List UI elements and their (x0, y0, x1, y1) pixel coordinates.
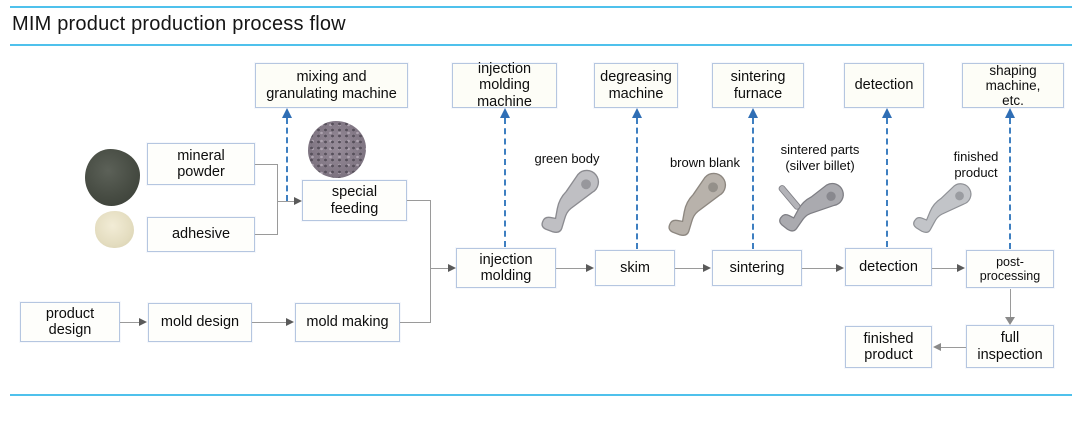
stage-label-finished-product: finished product (953, 149, 999, 180)
arrowhead-up-icon (882, 108, 892, 118)
arrowhead-up-icon (748, 108, 758, 118)
dashed-connector-shaping (1009, 118, 1011, 249)
stage-label-brown-blank: brown blank (669, 155, 741, 170)
process-box-mineral-powder: mineral powder (147, 143, 255, 185)
arrowhead-right-icon (703, 264, 711, 272)
connector-line (1010, 289, 1011, 317)
arrowhead-right-icon (286, 318, 294, 326)
process-label: mineral powder (177, 147, 225, 180)
connector-line (255, 164, 277, 165)
process-box-special-feeding: special feeding (302, 180, 407, 221)
process-box-full-inspection: full inspection (966, 325, 1054, 368)
machine-label: shaping machine, etc. (985, 62, 1041, 109)
arrowhead-up-icon (632, 108, 642, 118)
connector-line (277, 201, 295, 202)
adhesive-powder-photo (95, 211, 134, 248)
process-label: sintering (729, 259, 785, 276)
arrowhead-right-icon (448, 264, 456, 272)
arrowhead-right-icon (139, 318, 147, 326)
arrowhead-right-icon (836, 264, 844, 272)
process-box-detection: detection (845, 248, 932, 286)
machine-box-mixing-granulating: mixing and granulating machine (255, 63, 408, 108)
process-label: detection (859, 258, 918, 275)
divider-under-title (10, 44, 1072, 46)
process-label: mold making (306, 314, 389, 331)
process-box-mold-design: mold design (148, 303, 252, 342)
process-box-post-processing: post-processing (966, 250, 1054, 288)
arrowhead-up-icon (500, 108, 510, 118)
page-title: MIM product production process flow (12, 13, 346, 35)
connector-line (430, 268, 448, 269)
process-box-finished-product: finished product (845, 326, 932, 368)
machine-box-shaping: shaping machine, etc. (962, 63, 1064, 108)
connector-line (277, 164, 278, 235)
brown-blank-part-photo (668, 172, 727, 236)
process-label: finished product (863, 330, 914, 363)
process-box-adhesive: adhesive (147, 217, 255, 252)
process-label: post-processing (979, 255, 1041, 283)
machine-label: injection molding machine (477, 61, 532, 110)
arrowhead-down-icon (1005, 317, 1015, 325)
feeding-granules-photo (308, 121, 366, 178)
connector-line (120, 322, 139, 323)
arrowhead-up-icon (282, 108, 292, 118)
process-box-product-design: product design (20, 302, 120, 342)
machine-box-sintering-furnace: sintering furnace (712, 63, 804, 108)
machine-box-degreasing: degreasing machine (594, 63, 678, 108)
connector-line (675, 268, 703, 269)
process-box-skim: skim (595, 250, 675, 286)
machine-label: detection (854, 77, 914, 94)
stage-label-green-body: green body (534, 151, 600, 166)
arrowhead-right-icon (957, 264, 965, 272)
dashed-connector-degreasing (636, 118, 638, 249)
dashed-connector-injection (504, 118, 506, 247)
machine-box-detection: detection (844, 63, 924, 108)
arrowhead-up-icon (1005, 108, 1015, 118)
connector-line (932, 268, 957, 269)
connector-line (430, 200, 431, 323)
machine-label: sintering furnace (730, 69, 786, 102)
process-label: product design (45, 305, 95, 338)
divider-top (10, 6, 1072, 8)
stage-label-sintered-parts: sintered parts (silver billet) (780, 142, 860, 173)
connector-line (556, 268, 586, 269)
process-label: mold design (160, 314, 240, 331)
machine-label: mixing and granulating machine (266, 69, 397, 102)
sintered-parts-photo (778, 182, 844, 232)
process-box-injection-molding: injection molding (456, 248, 556, 288)
green-body-part-photo (541, 169, 600, 233)
machine-label: degreasing machine (600, 69, 672, 102)
connector-line (255, 234, 277, 235)
connector-line (407, 200, 431, 201)
connector-line (252, 322, 286, 323)
finished-product-photo (913, 183, 972, 234)
process-box-sintering: sintering (712, 250, 802, 286)
dashed-connector-sintering (752, 118, 754, 249)
process-box-mold-making: mold making (295, 303, 400, 342)
arrowhead-left-icon (933, 343, 941, 351)
arrowhead-right-icon (586, 264, 594, 272)
process-label: full inspection (977, 330, 1043, 363)
machine-box-injection-molding: injection molding machine (452, 61, 557, 110)
mineral-powder-photo (85, 149, 140, 206)
dashed-connector-mixing (286, 118, 288, 201)
connector-line (400, 322, 430, 323)
arrowhead-right-icon (294, 197, 302, 205)
process-label: adhesive (171, 226, 231, 243)
divider-bottom (10, 394, 1072, 396)
connector-line (802, 268, 836, 269)
process-label: injection molding (479, 251, 533, 284)
connector-line (941, 347, 966, 348)
process-label: skim (620, 259, 650, 276)
dashed-connector-detection (886, 118, 888, 247)
process-label: special feeding (330, 184, 379, 217)
